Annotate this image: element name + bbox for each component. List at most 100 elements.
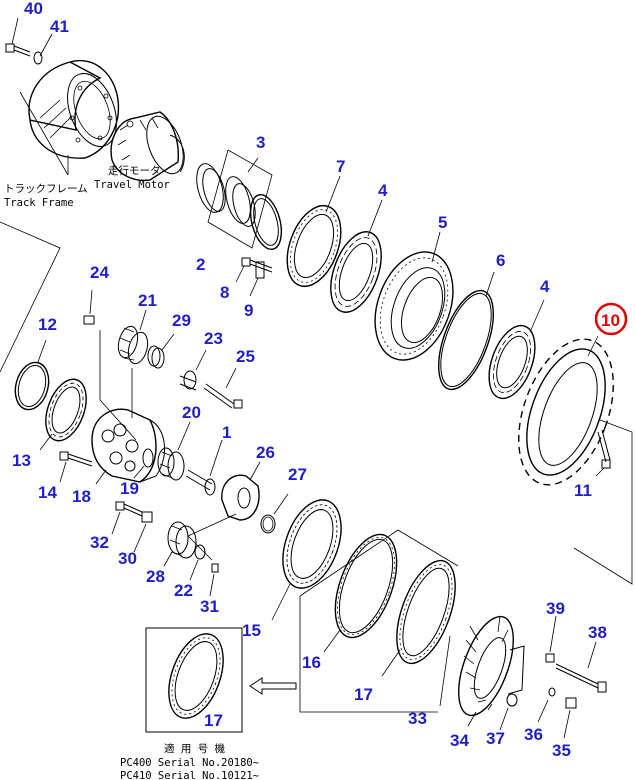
bearing-29-drawing xyxy=(147,333,175,369)
carrier-bracket xyxy=(99,330,137,441)
bolt-25-drawing xyxy=(203,367,243,409)
highlight-circle-10 xyxy=(594,302,628,336)
part-label-37[interactable]: 37 xyxy=(486,729,505,748)
part-label-6[interactable]: 6 xyxy=(496,251,505,270)
ring-17-drawing xyxy=(381,559,456,677)
track-frame-en-note: Track Frame xyxy=(4,197,74,209)
ring-7-drawing xyxy=(286,175,342,288)
part-label-14[interactable]: 14 xyxy=(38,483,57,502)
part-label-33[interactable]: 33 xyxy=(408,709,427,728)
pin-33-drawing xyxy=(439,635,451,707)
spacer-30-drawing xyxy=(133,511,153,553)
gear-28-drawing xyxy=(163,521,197,567)
part-label-7[interactable]: 7 xyxy=(336,157,345,176)
part-label-39[interactable]: 39 xyxy=(546,599,565,618)
part-label-17-inset[interactable]: 17 xyxy=(204,711,223,730)
bolt-32-drawing xyxy=(111,501,143,535)
plate-9-drawing xyxy=(249,261,265,297)
part-label-3[interactable]: 3 xyxy=(256,133,265,152)
plug-35-drawing xyxy=(563,697,577,739)
part-label-22[interactable]: 22 xyxy=(174,581,193,600)
part-label-8[interactable]: 8 xyxy=(220,283,229,302)
travel-motor-en-note: Travel Motor xyxy=(94,179,170,191)
pin-36-drawing xyxy=(537,687,556,723)
part-label-30[interactable]: 30 xyxy=(118,549,137,568)
part-label-27[interactable]: 27 xyxy=(288,465,307,484)
part-label-2[interactable]: 2 xyxy=(196,255,205,274)
part-label-26[interactable]: 26 xyxy=(256,443,275,462)
part-label-17[interactable]: 17 xyxy=(354,685,373,704)
part-label-5[interactable]: 5 xyxy=(438,213,447,232)
gear-bracket xyxy=(187,513,237,561)
inset-arrow xyxy=(249,677,297,695)
inset-box xyxy=(145,627,243,733)
bearing-13-drawing xyxy=(39,378,87,451)
o-ring-12-drawing xyxy=(14,339,50,411)
seal-group-3-drawing xyxy=(196,149,283,250)
part-label-32[interactable]: 32 xyxy=(90,533,109,552)
shaft-1-drawing xyxy=(185,439,223,496)
part-label-41[interactable]: 41 xyxy=(50,17,69,36)
bolt-11-drawing xyxy=(595,429,611,477)
part-label-4-lower[interactable]: 4 xyxy=(540,277,550,296)
travel-motor-drawing xyxy=(110,111,185,182)
part-label-10[interactable]: 10 xyxy=(601,311,620,330)
carrier-18-drawing xyxy=(91,408,166,485)
track-frame-jp-note: トラックフレーム xyxy=(4,183,88,195)
part-label-19[interactable]: 19 xyxy=(120,479,139,498)
shaft-23-drawing xyxy=(179,349,207,391)
washer-39-drawing xyxy=(545,615,557,663)
sun-gear-26-drawing xyxy=(221,461,261,521)
serial-heading-note: 適 用 号 機 xyxy=(164,742,225,755)
washer-22-drawing xyxy=(189,544,206,581)
bolt-37-drawing xyxy=(499,693,518,731)
part-label-4-upper[interactable]: 4 xyxy=(378,181,388,200)
part-label-18[interactable]: 18 xyxy=(72,487,91,506)
bolt-14-drawing xyxy=(59,451,93,483)
part-label-38[interactable]: 38 xyxy=(588,623,607,642)
pin-31-drawing xyxy=(209,563,219,597)
part-label-36[interactable]: 36 xyxy=(524,725,543,744)
part-label-16[interactable]: 16 xyxy=(302,653,321,672)
part-label-34[interactable]: 34 xyxy=(450,731,469,750)
part-label-21[interactable]: 21 xyxy=(138,291,157,310)
part-label-23[interactable]: 23 xyxy=(204,329,223,348)
washer-19-drawing xyxy=(133,448,154,479)
lower-bracket-top xyxy=(299,529,459,597)
bolt-8-drawing xyxy=(235,257,273,283)
gear-20-drawing xyxy=(157,421,191,481)
part-label-1[interactable]: 1 xyxy=(222,423,231,442)
hub-5-drawing xyxy=(374,231,454,361)
part-label-9[interactable]: 9 xyxy=(244,301,253,320)
gear-21-drawing xyxy=(117,309,149,365)
bolt-40-drawing xyxy=(5,17,31,57)
part-label-15[interactable]: 15 xyxy=(242,621,261,640)
part-label-24[interactable]: 24 xyxy=(90,263,109,282)
serial-line-1-note: PC400 Serial No.20180~ xyxy=(120,757,259,769)
washer-41-drawing xyxy=(33,33,53,65)
track-frame-drawing xyxy=(19,59,120,176)
bearing-15-drawing xyxy=(271,499,342,621)
ring-27-drawing xyxy=(260,493,289,534)
bolt-38-drawing xyxy=(555,641,607,693)
part-label-20[interactable]: 20 xyxy=(182,403,201,422)
part-label-35[interactable]: 35 xyxy=(552,741,571,760)
ring-16-drawing xyxy=(323,533,398,653)
part-label-12[interactable]: 12 xyxy=(38,315,57,334)
part-label-11[interactable]: 11 xyxy=(574,481,592,500)
bearing-4-lower-drawing xyxy=(488,299,545,400)
pin-24-drawing xyxy=(83,289,95,325)
bearing-4-upper-drawing xyxy=(330,199,383,313)
travel-motor-jp-note: 走行モータ xyxy=(108,164,161,177)
o-ring-6-drawing xyxy=(438,271,495,391)
part-label-28[interactable]: 28 xyxy=(146,567,165,586)
lower-bracket xyxy=(299,596,438,713)
part-label-13[interactable]: 13 xyxy=(12,451,31,470)
floating-seal-34-drawing xyxy=(458,615,525,727)
part-label-31[interactable]: 31 xyxy=(200,597,219,616)
part-label-40[interactable]: 40 xyxy=(24,0,43,18)
left-bracket xyxy=(0,221,61,373)
part-label-25[interactable]: 25 xyxy=(236,347,255,366)
part-label-29[interactable]: 29 xyxy=(172,311,191,330)
